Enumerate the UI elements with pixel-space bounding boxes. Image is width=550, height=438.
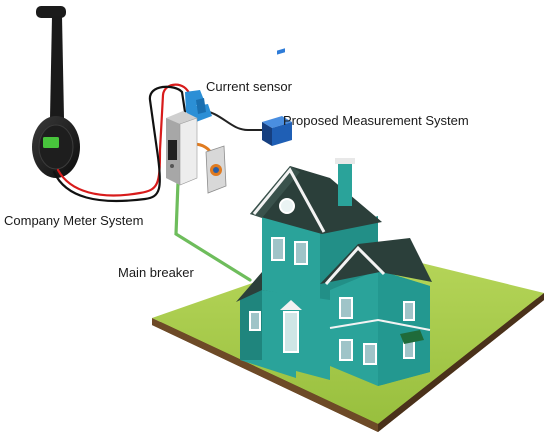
- smart-meter-icon: [32, 6, 80, 178]
- measurement-device-icon: [262, 48, 292, 146]
- outlet-icon: [205, 145, 227, 194]
- wires: [52, 83, 263, 282]
- wire-black-loop: [52, 85, 187, 203]
- wire-red-loop: [56, 83, 192, 197]
- house-icon: [236, 158, 432, 386]
- label-proposed-measurement-system: Proposed Measurement System: [283, 113, 469, 128]
- label-current-sensor: Current sensor: [206, 79, 292, 94]
- breaker-panel-icon: [166, 111, 198, 186]
- wire-green-to-house: [174, 180, 252, 282]
- label-main-breaker: Main breaker: [118, 265, 194, 280]
- current-sensor-clamp-icon: [185, 90, 212, 122]
- label-company-meter-system: Company Meter System: [4, 213, 144, 228]
